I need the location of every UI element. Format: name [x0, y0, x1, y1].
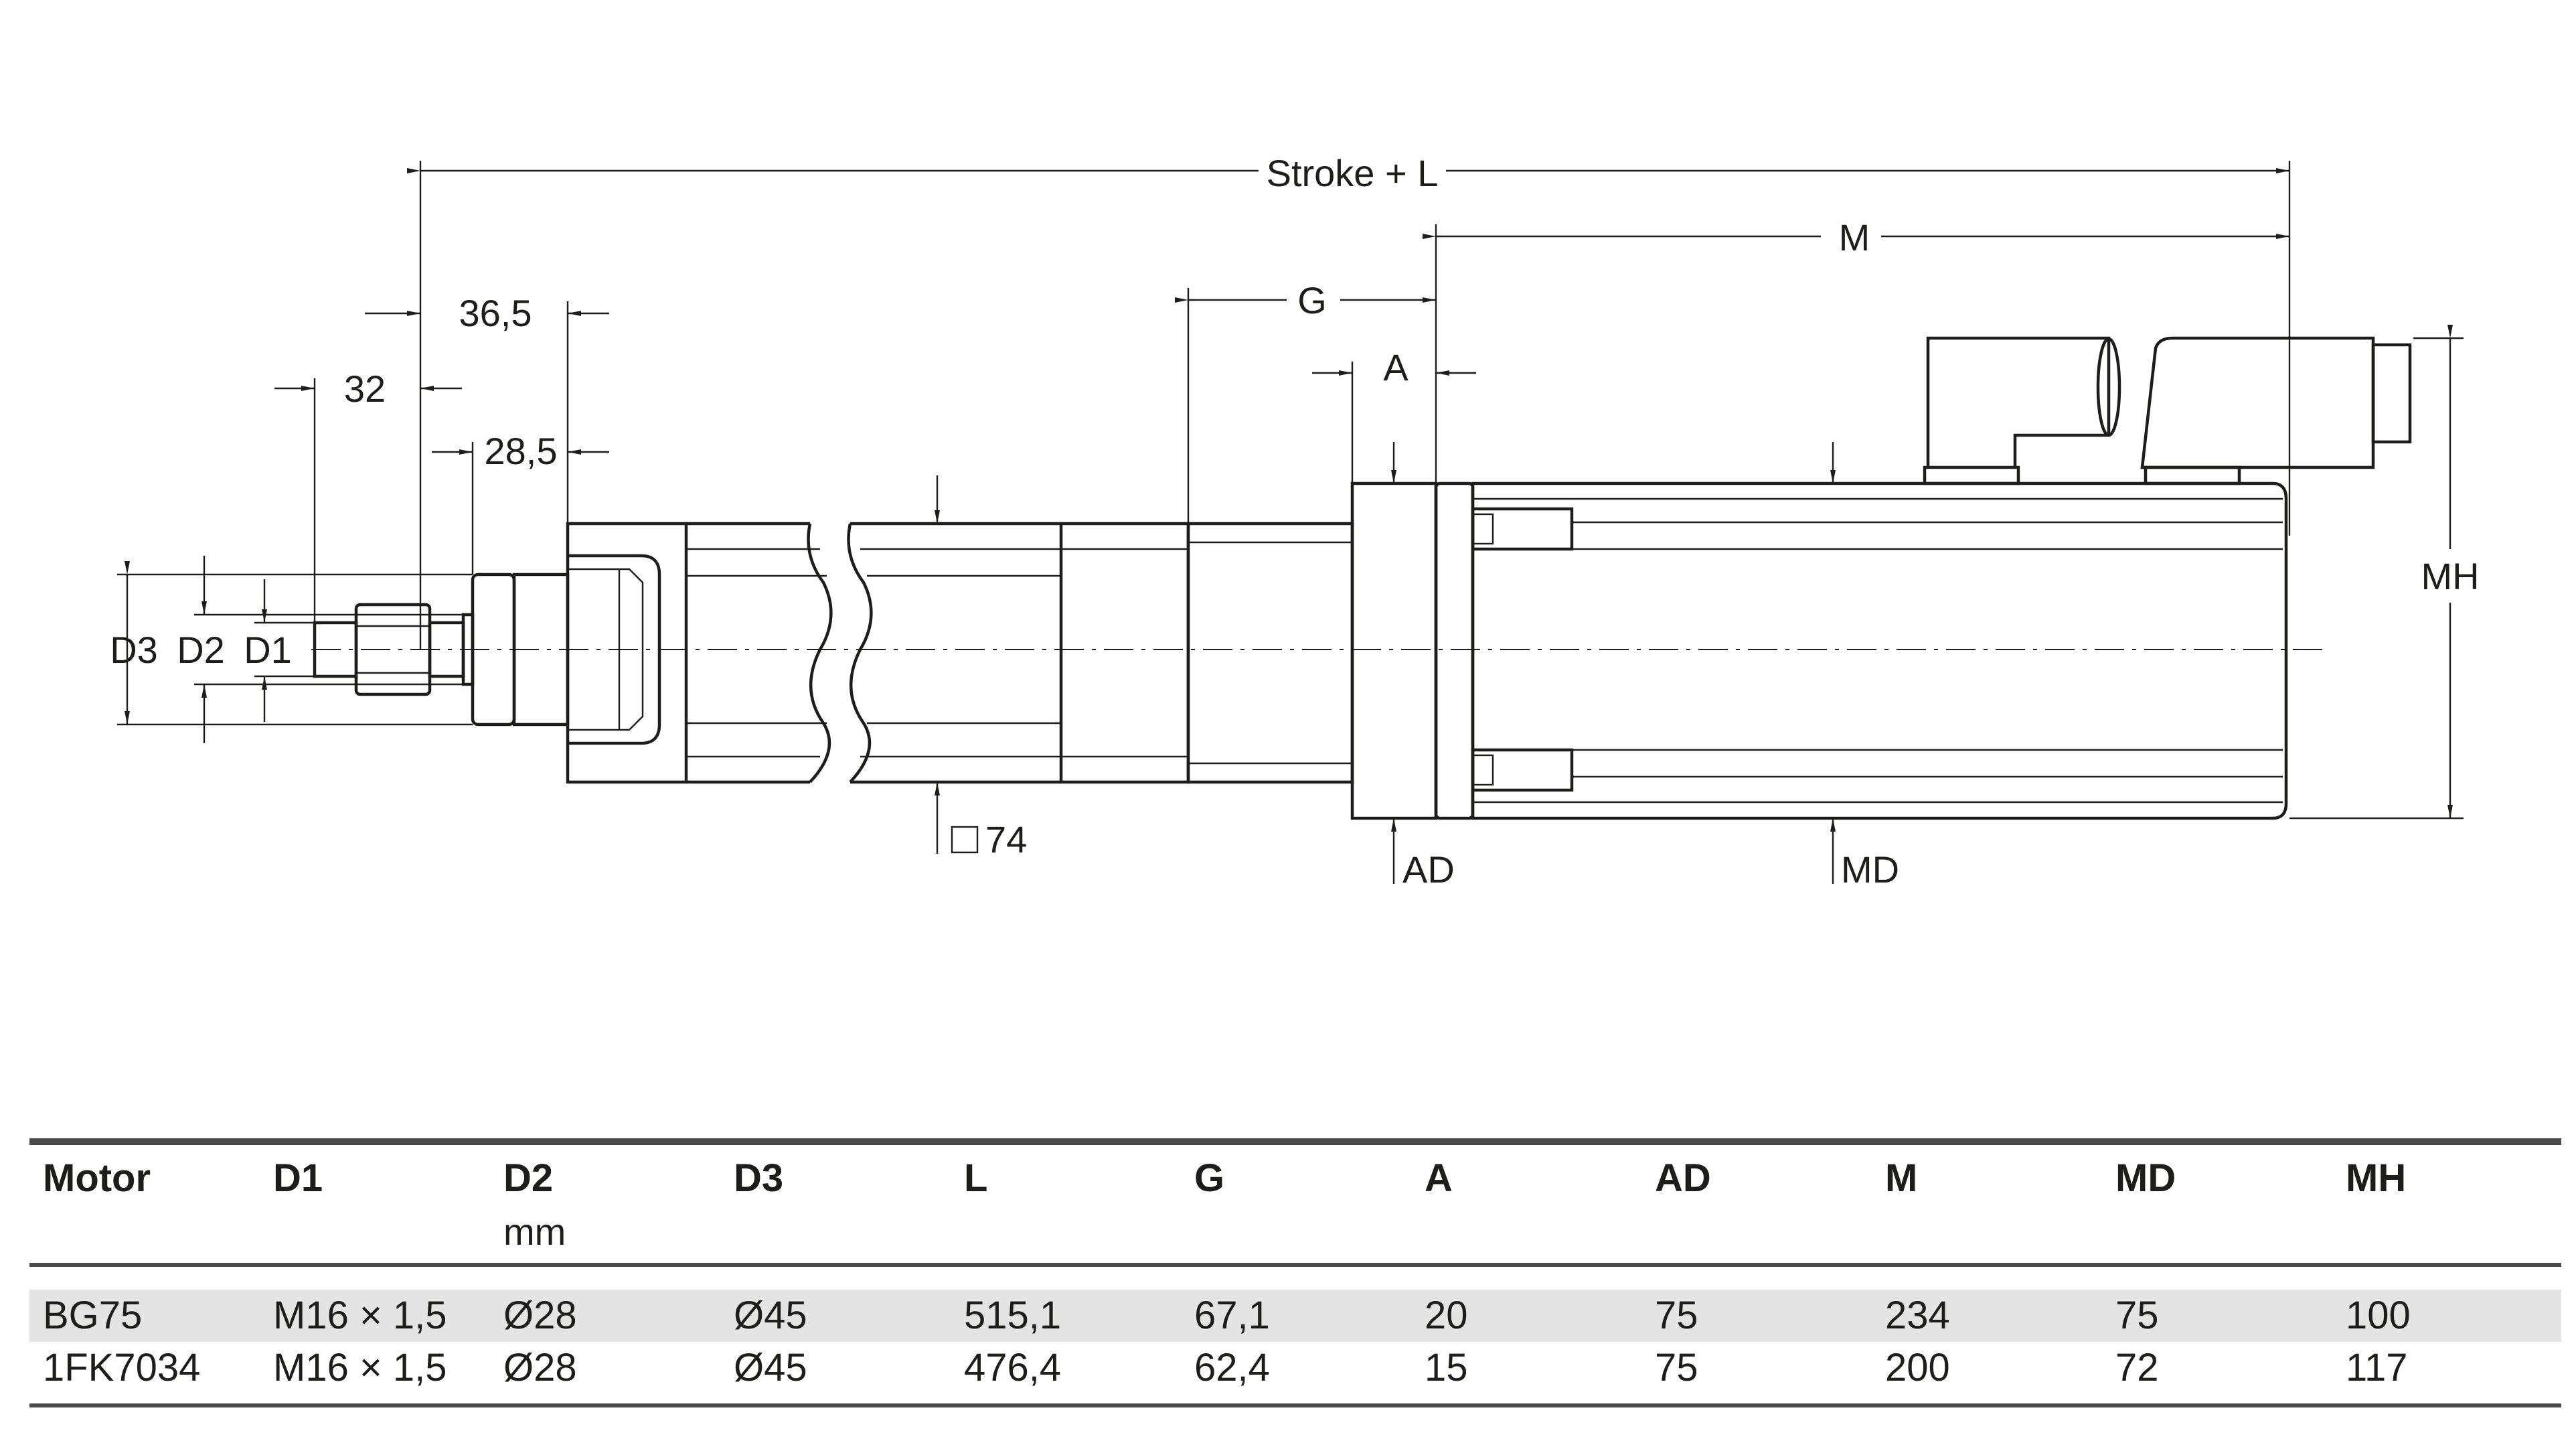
col-header-a: A — [1425, 1156, 1453, 1200]
col-header-g: G — [1194, 1156, 1225, 1200]
col-header-d2: D2 — [503, 1156, 554, 1200]
md-label: MD — [1841, 848, 1899, 891]
cell-g: 62,4 — [1194, 1346, 1270, 1389]
profile-tube-right — [847, 522, 1354, 784]
ad-label: AD — [1402, 848, 1455, 891]
col-header-ad: AD — [1655, 1156, 1711, 1200]
connector-right — [2140, 336, 2412, 485]
cell-md: 72 — [2115, 1346, 2159, 1389]
dim-32-label: 32 — [344, 368, 386, 410]
col-header-md: MD — [2115, 1156, 2176, 1200]
col-header-l: L — [964, 1156, 988, 1200]
col-header-mh: MH — [2346, 1156, 2407, 1200]
cell-motor: 1FK7034 — [43, 1346, 201, 1389]
col-header-motor: Motor — [43, 1156, 151, 1200]
table-row: 1FK7034 M16 × 1,5 Ø28 Ø45 476,4 62,4 15 … — [29, 1342, 2561, 1394]
cell-ad: 75 — [1655, 1346, 1698, 1389]
cell-ad: 75 — [1655, 1294, 1698, 1337]
profile-tube-left — [686, 522, 833, 784]
col-header-d3: D3 — [734, 1156, 784, 1200]
table-bottom-rule — [29, 1403, 2561, 1407]
col-header-m: M — [1885, 1156, 1918, 1200]
adapter-flange — [1350, 481, 1475, 820]
table-row: BG75 M16 × 1,5 Ø28 Ø45 515,1 67,1 20 75 … — [29, 1290, 2561, 1342]
cell-d3: Ø45 — [734, 1294, 807, 1337]
connector-left — [1923, 336, 2121, 485]
cell-a: 20 — [1425, 1294, 1468, 1337]
table-header-row: Motor D1 D2 D3 L G A AD M MD MH — [29, 1145, 2561, 1212]
cell-mh: 100 — [2346, 1294, 2411, 1337]
d2-label: D2 — [177, 629, 225, 671]
d3-label: D3 — [110, 629, 158, 671]
square-symbol — [951, 826, 979, 854]
cell-a: 15 — [1425, 1346, 1468, 1389]
mh-label: MH — [2421, 555, 2479, 597]
cell-mh: 117 — [2346, 1346, 2408, 1389]
cell-g: 67,1 — [1194, 1294, 1270, 1337]
stroke-l-label: Stroke + L — [1267, 152, 1439, 194]
g-label: G — [1297, 279, 1327, 321]
front-head — [566, 522, 688, 784]
cell-m: 200 — [1885, 1346, 1950, 1389]
cell-d2: Ø28 — [503, 1346, 577, 1389]
cell-l: 476,4 — [964, 1346, 1062, 1389]
m-label: M — [1839, 216, 1870, 258]
dimension-table: Motor D1 D2 D3 L G A AD M MD MH mm BG75 … — [29, 1138, 2561, 1407]
cell-motor: BG75 — [43, 1294, 143, 1337]
table-top-rule — [29, 1138, 2561, 1145]
a-label: A — [1383, 346, 1408, 388]
d1-label: D1 — [244, 629, 292, 671]
cell-d3: Ø45 — [734, 1346, 807, 1389]
motor-body — [1471, 481, 2288, 820]
rod-end-thread — [313, 603, 475, 696]
cell-d1: M16 × 1,5 — [273, 1294, 447, 1337]
cell-d2: Ø28 — [503, 1294, 577, 1337]
technical-drawing: Stroke + L M G A 36,5 32 28,5 D3 D2 D1 7… — [110, 152, 2480, 891]
cell-m: 234 — [1885, 1294, 1950, 1337]
dim-36-5-label: 36,5 — [459, 292, 532, 334]
col-header-d1: D1 — [273, 1156, 323, 1200]
sq74-label: 74 — [985, 818, 1027, 860]
dim-28-5-label: 28,5 — [485, 430, 558, 472]
cell-l: 515,1 — [964, 1294, 1062, 1337]
unit-label: mm — [503, 1211, 566, 1253]
cell-md: 75 — [2115, 1294, 2159, 1337]
table-header-rule — [29, 1263, 2561, 1267]
table-unit-row: mm — [29, 1212, 2561, 1263]
cell-d1: M16 × 1,5 — [273, 1346, 447, 1389]
